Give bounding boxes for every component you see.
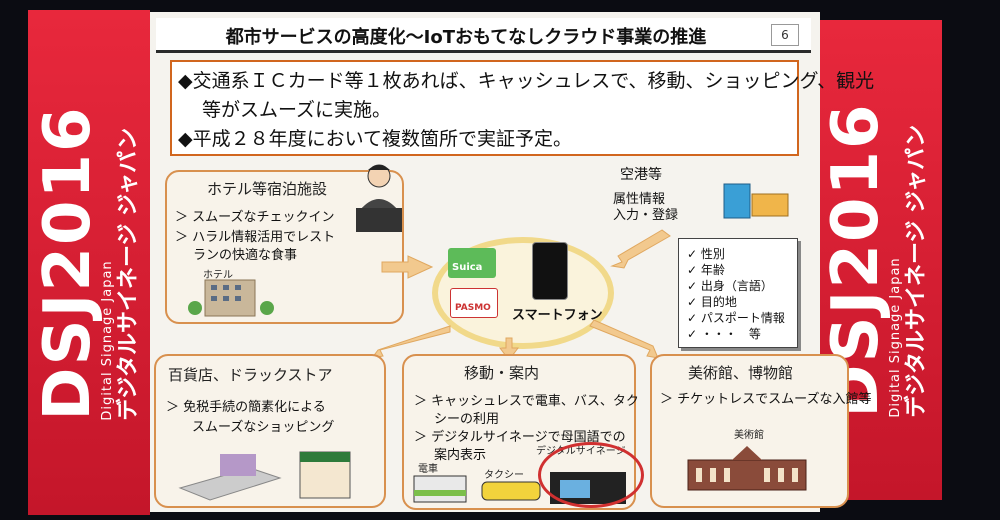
left-banner: DSJ2016 Digital Signage Japan デジタルサイネージ … bbox=[28, 10, 150, 515]
hotel-box: ホテル等宿泊施設 ＞ スムーズなチェックイン ＞ ハラル情報活用でレスト ランの… bbox=[165, 170, 404, 324]
attribute-heading-line-2: 入力・登録 bbox=[613, 208, 679, 223]
kiosk-icon bbox=[723, 183, 789, 219]
attribute-item: ✓ パスポート情報 bbox=[687, 311, 785, 325]
slide-title-bar: 都市サービスの高度化〜IoTおもてなしクラウド事業の推進 6 bbox=[156, 18, 811, 53]
slide-title: 都市サービスの高度化〜IoTおもてなしクラウド事業の推進 bbox=[225, 27, 707, 48]
bullet-2: ◆平成２８年度において複数箇所で実証予定。 bbox=[178, 128, 573, 150]
museum-box: 美術館、博物館 ＞ チケットレスでスムーズな入館等 美術館 bbox=[650, 354, 871, 508]
bullet-1-continued: 等がスムーズに実施。 bbox=[202, 99, 392, 121]
attribute-heading: 属性情報 入力・登録 bbox=[613, 192, 678, 224]
attribute-item: ✓ 出身（言語） bbox=[687, 279, 773, 293]
attribute-heading-line-1: 属性情報 bbox=[613, 192, 666, 207]
pasmo-card: PASMO bbox=[450, 288, 498, 318]
pasmo-card-label: PASMO bbox=[455, 303, 491, 313]
attribute-list: ✓ 性別 ✓ 年齢 ✓ 出身（言語） ✓ 目的地 ✓ パスポート情報 ✓ ・・・… bbox=[678, 238, 798, 348]
brand-logo-text: DSJ2016 bbox=[31, 104, 105, 421]
hotel-item-2: ＞ ハラル情報活用でレスト bbox=[175, 230, 336, 245]
brand-jp-text: デジタルサイネージ ジャパン bbox=[904, 124, 929, 418]
brand-jp-text: デジタルサイネージ ジャパン bbox=[116, 127, 141, 421]
bullet-1: ◆交通系ＩＣカード等１枚あれば、キャッシュレスで、移動、ショッピング、観光 bbox=[178, 70, 875, 92]
move-item-3: ＞ デジタルサイネージで母国語での bbox=[414, 430, 626, 445]
train-caption: 電車 bbox=[418, 464, 438, 475]
attribute-item: ✓ 年齢 bbox=[687, 263, 725, 277]
dept-item-1: ＞ 免税手続の簡素化による bbox=[166, 400, 326, 415]
attribute-item: ✓ ・・・ 等 bbox=[687, 327, 761, 341]
move-item-1: ＞ キャッシュレスで電車、バス、タク bbox=[414, 394, 639, 409]
museum-caption: 美術館 bbox=[734, 430, 764, 441]
airport-heading: 空港等 bbox=[620, 167, 662, 183]
museum-heading: 美術館、博物館 bbox=[688, 364, 794, 382]
suica-card: Suica bbox=[448, 248, 496, 278]
hotel-building-icon bbox=[188, 279, 274, 317]
smartphone-icon bbox=[532, 242, 568, 300]
signage-highlight-circle bbox=[538, 442, 644, 508]
museum-building-icon bbox=[687, 446, 807, 491]
summary-box: ◆交通系ＩＣカード等１枚あれば、キャッシュレスで、移動、ショッピング、観光 等が… bbox=[170, 60, 874, 156]
hotel-caption: ホテル bbox=[203, 270, 233, 281]
department-store-box: 百貨店、ドラックストア ＞ 免税手続の簡素化による スムーズなショッピング bbox=[154, 354, 386, 508]
page-number: 6 bbox=[771, 24, 799, 46]
receptionist-icon bbox=[356, 164, 402, 232]
taxi-caption: タクシー bbox=[484, 470, 524, 481]
hotel-item-1: ＞ スムーズなチェックイン bbox=[175, 210, 335, 225]
left-brand: DSJ2016 Digital Signage Japan デジタルサイネージ … bbox=[31, 104, 142, 421]
museum-item-1: ＞ チケットレスでスムーズな入館等 bbox=[660, 392, 872, 407]
hotel-heading: ホテル等宿泊施設 bbox=[207, 180, 328, 198]
dept-heading: 百貨店、ドラックストア bbox=[168, 366, 333, 384]
hotel-item-3: ランの快適な食事 bbox=[193, 248, 298, 263]
move-heading: 移動・案内 bbox=[464, 364, 540, 382]
arrow-from-airport bbox=[610, 229, 671, 269]
arrow-to-museum bbox=[589, 319, 659, 359]
store-illustrations bbox=[178, 451, 351, 501]
move-item-4: 案内表示 bbox=[434, 448, 487, 463]
attribute-item: ✓ 性別 bbox=[687, 247, 725, 261]
attribute-item: ✓ 目的地 bbox=[687, 295, 737, 309]
smartphone-label: スマートフォン bbox=[512, 308, 603, 323]
arrow-to-hotel bbox=[381, 255, 434, 279]
move-item-2: シーの利用 bbox=[434, 412, 500, 427]
projected-slide: 都市サービスの高度化〜IoTおもてなしクラウド事業の推進 6 ◆交通系ＩＣカード… bbox=[150, 12, 874, 512]
dept-item-2: スムーズなショッピング bbox=[192, 420, 335, 435]
suica-card-label: Suica bbox=[452, 262, 483, 273]
flow-arrows bbox=[370, 229, 671, 361]
